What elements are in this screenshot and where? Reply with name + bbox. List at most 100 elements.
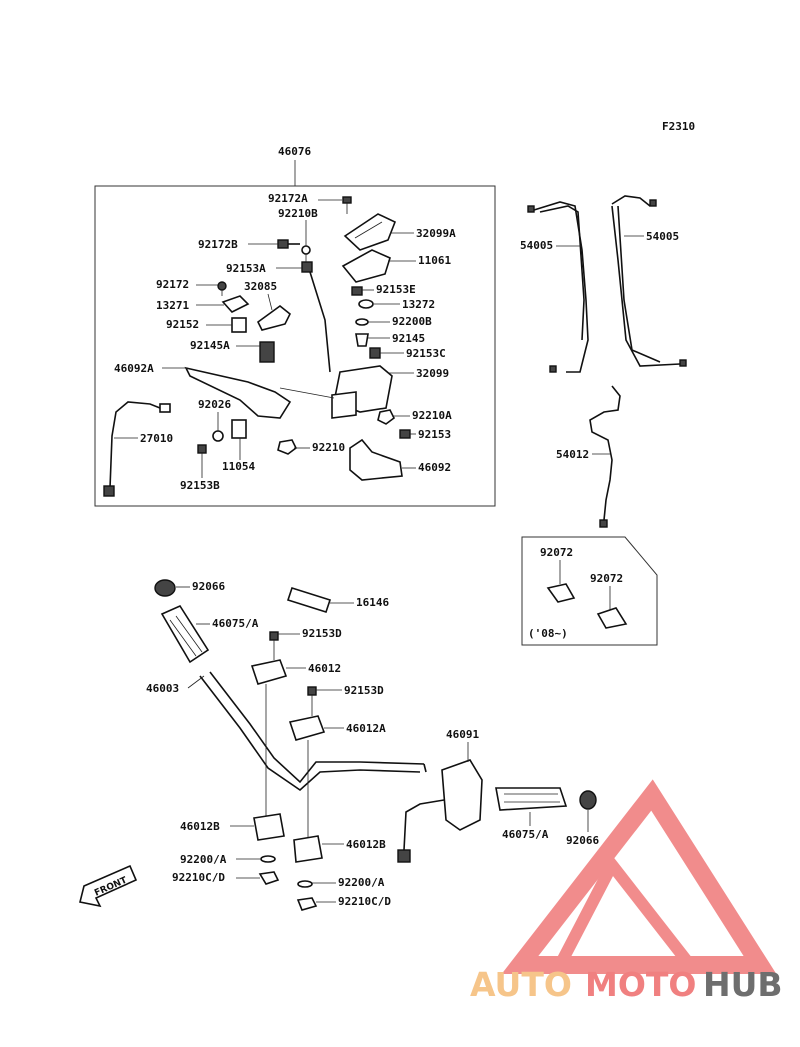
holder-46012B-left <box>253 813 285 841</box>
label-92026: 92026 <box>198 398 231 411</box>
pivot-92152 <box>231 317 247 333</box>
label-92145A: 92145A <box>190 339 230 352</box>
label-92072-b: 92072 <box>590 572 623 585</box>
label-92200B: 92200B <box>392 315 432 328</box>
label-32099: 32099 <box>416 367 449 380</box>
bolt-92153D-b <box>307 686 317 716</box>
label-46012B-left: 46012B <box>180 820 220 833</box>
watermark-logo <box>501 779 777 974</box>
label-46091: 46091 <box>446 728 479 741</box>
label-92066-right: 92066 <box>566 834 599 847</box>
lever-46092 <box>349 438 403 481</box>
label-16146: 16146 <box>356 596 389 609</box>
watermark-text-auto: AUTO <box>470 965 572 1004</box>
label-54005-left: 54005 <box>520 239 553 252</box>
label-92172: 92172 <box>156 278 189 291</box>
master-cylinder-32099 <box>331 365 393 419</box>
label-92210CD-right: 92210C/D <box>338 895 391 908</box>
bolt-92153C <box>369 347 381 359</box>
label-92153: 92153 <box>418 428 451 441</box>
cable-54005-right <box>611 195 687 367</box>
label-92210B: 92210B <box>278 207 318 220</box>
year-note: ('08~) <box>528 627 568 640</box>
label-92066-top: 92066 <box>192 580 225 593</box>
label-32099A: 32099A <box>416 227 456 240</box>
oring-92200B <box>355 318 369 326</box>
holder-46012B-right <box>293 835 323 863</box>
plate-13271 <box>221 295 250 313</box>
front-arrow: FRONT <box>79 864 138 908</box>
label-92153D-a: 92153D <box>302 627 342 640</box>
label-46092A: 46092A <box>114 362 154 375</box>
label-46092: 46092 <box>418 461 451 474</box>
harness-27010 <box>103 401 171 497</box>
grip-end-92066-left <box>154 579 176 597</box>
label-92145: 92145 <box>392 332 425 345</box>
watermark-triangle-outer <box>501 779 777 974</box>
label-92072-a: 92072 <box>540 546 573 559</box>
bolt-92153A <box>301 261 331 373</box>
screw-92172B <box>277 239 300 249</box>
label-92172B: 92172B <box>198 238 238 251</box>
label-54012: 54012 <box>556 448 589 461</box>
diaphragm-11061 <box>341 249 391 283</box>
reservoir-cap-32099A <box>343 213 397 251</box>
cable-54005-left <box>527 201 589 373</box>
lever-46092A <box>184 366 335 419</box>
washer-92200A-left <box>260 855 276 863</box>
screw-92153E <box>351 286 363 296</box>
label-92153E: 92153E <box>376 283 416 296</box>
clamp-92072-a <box>546 583 576 603</box>
label-92153D-b: 92153D <box>344 684 384 697</box>
assembly-label: 46076 <box>278 145 311 158</box>
label-92210A: 92210A <box>412 409 452 422</box>
screw-92172 <box>217 281 227 296</box>
label-46012A: 46012A <box>346 722 386 735</box>
grip-46075A-left <box>160 604 210 664</box>
bushing-13272 <box>358 299 374 309</box>
watermark-text-moto: MOTO <box>585 965 696 1004</box>
bracket-32085 <box>256 304 292 331</box>
watermark-triangle-inner <box>550 853 703 971</box>
label-92152: 92152 <box>166 318 199 331</box>
label-13272: 13272 <box>402 298 435 311</box>
nut-92210 <box>277 439 298 455</box>
label-11054: 11054 <box>222 460 255 473</box>
handlebar-46003 <box>199 671 427 792</box>
pad-16146 <box>286 587 332 613</box>
grip-46075A-right <box>495 787 568 811</box>
switch-46091 <box>397 759 483 863</box>
label-46075A-left: 46075/A <box>212 617 259 630</box>
label-92153C: 92153C <box>406 347 446 360</box>
label-27010: 27010 <box>140 432 173 445</box>
label-92210CD-left: 92210C/D <box>172 871 225 884</box>
label-46075A-right: 46075/A <box>502 828 549 841</box>
screw-92153B <box>197 444 207 454</box>
label-92210: 92210 <box>312 441 345 454</box>
label-54005-right: 54005 <box>646 230 679 243</box>
grip-end-92066-right <box>579 790 597 810</box>
label-32085: 32085 <box>244 280 277 293</box>
washer-92210B <box>301 245 311 262</box>
cable-54012 <box>589 385 621 528</box>
label-46003: 46003 <box>146 682 179 695</box>
spring-92145 <box>355 333 369 347</box>
label-92153B: 92153B <box>180 479 220 492</box>
clamp-92072-b <box>596 607 628 629</box>
spacer-92026 <box>212 430 224 442</box>
nut-92210A <box>377 409 396 425</box>
spring-92145A <box>259 341 275 363</box>
screw-92172A <box>342 196 352 214</box>
nut-92210CD-right <box>296 897 318 911</box>
bolt-92153D-a <box>269 631 279 660</box>
holder-46012A <box>288 715 326 741</box>
assembly-box-46076 <box>94 185 496 507</box>
label-92153A: 92153A <box>226 262 266 275</box>
label-92200A-right: 92200/A <box>338 876 385 889</box>
washer-92200A-right <box>297 880 313 888</box>
switch-11054 <box>231 419 247 439</box>
holder-46012 <box>250 659 288 685</box>
label-92172A: 92172A <box>268 192 308 205</box>
label-13271: 13271 <box>156 299 189 312</box>
screw-92153 <box>399 429 411 439</box>
